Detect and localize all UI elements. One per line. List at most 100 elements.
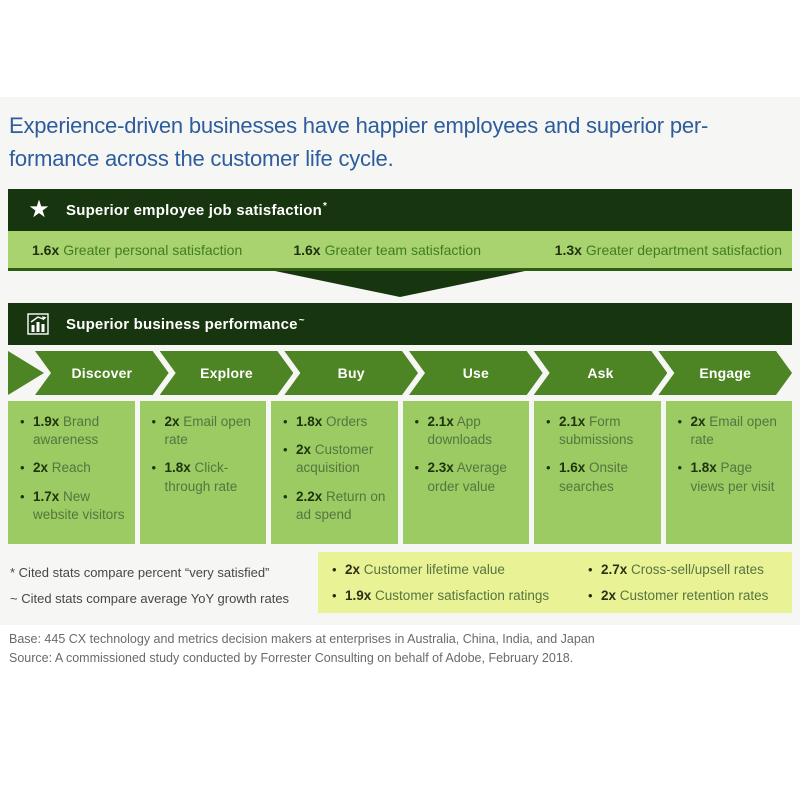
stat-label: New website visitors (33, 488, 125, 522)
bar-chart-icon (24, 311, 54, 337)
employee-satisfaction-bar: ★ Superior employee job satisfaction* (8, 189, 792, 231)
bullet-icon: • (414, 460, 420, 476)
bullet-icon: • (332, 562, 337, 578)
stat-label: Cross-sell/upsell rates (631, 562, 764, 578)
bullet-icon: • (20, 488, 25, 504)
stat-item: • 2x Email open rate (678, 413, 785, 449)
stage-engage: Engage (658, 351, 792, 395)
stat-value: 2x (296, 442, 312, 458)
stat-value: 1.8x (296, 414, 323, 429)
stat-label: Customer satisfaction ratings (375, 588, 550, 604)
stat-label: Return on ad spend (296, 488, 386, 522)
down-arrow-icon (275, 271, 525, 297)
stat-value: 1.8x (164, 460, 191, 476)
bullet-icon: • (677, 414, 683, 429)
footer-base: Base: 445 CX technology and metrics deci… (9, 632, 595, 646)
stat-label: Greater department satisfaction (585, 241, 783, 258)
stat-value: 2.2x (296, 488, 323, 504)
bullet-icon: • (151, 460, 157, 476)
stat-value: 1.6x (293, 241, 321, 258)
stat-label: Reach (51, 460, 91, 476)
bullet-icon: • (588, 588, 593, 604)
stat-label: Page views per visit (690, 460, 775, 494)
stat-value: 1.6x (32, 241, 60, 258)
stat-item: • 1.8x Page views per visit (678, 459, 785, 495)
stat-item: • 2x Customer retention rates (588, 587, 786, 605)
bullet-icon: • (20, 460, 25, 476)
stat-label: Brand awareness (33, 414, 100, 448)
page-title-line1: Experience-driven businesses have happie… (9, 113, 709, 138)
stat-label: Click-through rate (164, 460, 238, 494)
stat-item: • 1.8x Click-through rate (152, 459, 259, 495)
stat-value: 2x (601, 588, 617, 604)
stat-item: •2x Customer lifetime value (332, 561, 584, 579)
stat-label: Email open rate (690, 414, 777, 448)
footnote-line1: * Cited stats compare percent “very sati… (10, 565, 270, 581)
bullet-icon: • (414, 414, 420, 429)
stat-item: •2x Email open rate (152, 413, 259, 449)
page-title: Experience-driven businesses have happie… (8, 105, 792, 189)
stat-value: 2.1x (427, 414, 454, 429)
bullet-icon: • (546, 414, 551, 429)
stage-buy: Buy (284, 351, 418, 395)
bullet-icon: • (283, 488, 288, 504)
stat-label: Form submissions (559, 414, 634, 448)
stage-ask: Ask (534, 351, 668, 395)
stat-value: 2.1x (559, 414, 586, 429)
stat-value: 1.6x (559, 460, 586, 476)
stat-item: •1.8x Orders (283, 413, 390, 431)
source-footer: Base: 445 CX technology and metrics deci… (9, 630, 595, 669)
summary-highlight-box: •2x Customer lifetime value •2.7x Cross-… (318, 552, 792, 613)
stage-stat-columns: • 1.9x Brand awareness • 2x Reach • 1.7x Ne… (8, 401, 792, 545)
stage-use: Use (409, 351, 543, 395)
stat-item: •2x Customer acquisition (283, 441, 390, 477)
stat-value: 2x (33, 460, 49, 476)
bottom-row: * Cited stats compare percent “very sati… (8, 552, 792, 613)
stat-value: 1.3x (554, 241, 582, 258)
stat-value: 1.9x (345, 588, 372, 604)
bullet-icon: • (546, 460, 551, 476)
footnotes: * Cited stats compare percent “very sati… (8, 552, 308, 612)
stat-item: •2.7x Cross-sell/upsell rates (588, 561, 786, 579)
column-ask: •2.1x Form submissions •1.6x Onsite sear… (534, 401, 661, 545)
business-heading-text: Superior business performance (66, 316, 298, 333)
stat-value: 2x (690, 414, 706, 429)
stat-label: Customer retention rates (619, 588, 769, 604)
stat-item: • 1.7x New website visitors (20, 488, 127, 524)
stat-item: • 2x Reach (20, 459, 127, 477)
stat-item: • 2.2x Return on ad spend (283, 488, 390, 524)
stage-explore: Explore (160, 351, 294, 395)
footnote-line2: ~ Cited stats compare average YoY growth… (10, 591, 290, 607)
page-title-line2: formance across the customer life cycle. (9, 146, 394, 171)
chevron-lead-icon (8, 351, 44, 395)
bullet-icon: • (677, 460, 683, 476)
column-explore: •2x Email open rate • 1.8x Click-through … (139, 401, 266, 545)
stat-value: 2.7x (601, 562, 628, 578)
employee-heading-mark: * (323, 201, 328, 212)
stat-value: 1.8x (690, 460, 717, 476)
stat-label: Email open rate (164, 414, 251, 448)
content-panel: Experience-driven businesses have happie… (0, 97, 800, 625)
employee-heading-text: Superior employee job satisfaction (66, 202, 323, 219)
stat-value: 2x (345, 562, 361, 578)
stat-item: • 1.9x Brand awareness (20, 413, 127, 449)
column-use: •2.1x App downloads •2.3x Average order … (402, 401, 529, 545)
stat-item: •2.3x Average order value (415, 459, 522, 495)
column-buy: •1.8x Orders •2x Customer acquisition •2… (271, 401, 398, 545)
business-performance-bar: Superior business performance~ (8, 303, 792, 345)
stat-label: Average order value (427, 460, 507, 494)
stat-item: •2.1x App downloads (415, 413, 522, 449)
bullet-icon: • (283, 414, 288, 429)
employee-satisfaction-heading: Superior employee job satisfaction* (66, 201, 327, 219)
stat-value: 1.7x (33, 488, 60, 504)
bullet-icon: • (20, 414, 25, 429)
column-engage: • 2x Email open rate • 1.8x Page views per… (665, 401, 792, 545)
stat-label: Greater team satisfaction (324, 241, 481, 258)
business-performance-heading: Superior business performance~ (66, 315, 305, 333)
footer-source: Source: A commissioned study conducted b… (9, 651, 574, 666)
stage-discover: Discover (35, 351, 169, 395)
stat-item: • 2.1x Form submissions (546, 413, 653, 449)
stat-value: 1.9x (33, 414, 60, 429)
